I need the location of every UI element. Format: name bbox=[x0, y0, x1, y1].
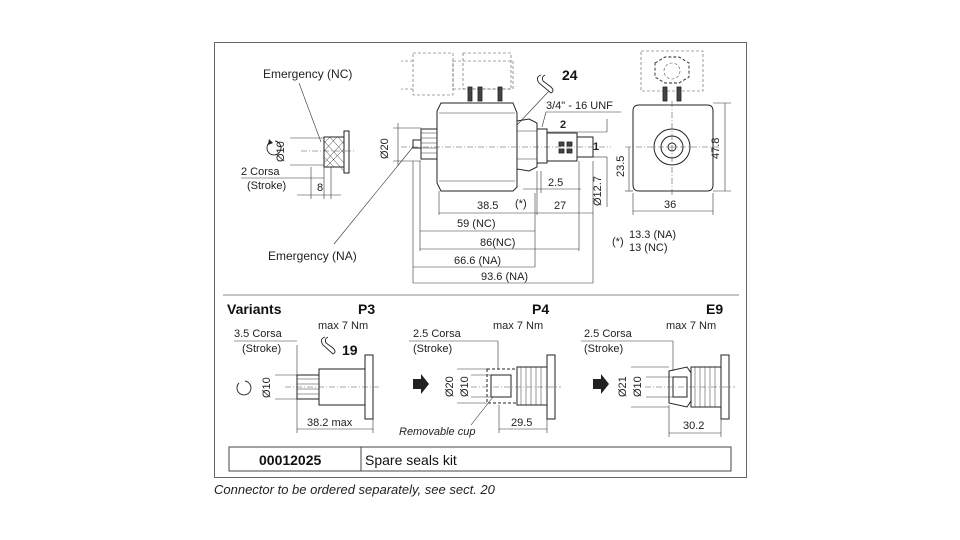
note-star: (*) bbox=[612, 236, 624, 248]
p3-torque: max 7 Nm bbox=[318, 320, 368, 332]
dim-27: 27 bbox=[554, 200, 566, 212]
p4-corsa: 2.5 Corsa bbox=[413, 328, 462, 340]
connector-caption: Connector to be ordered separately, see … bbox=[214, 482, 495, 497]
thread-label: 3/4" - 16 UNF bbox=[546, 100, 613, 112]
kit-code: 00012025 bbox=[259, 452, 322, 468]
p3-len: 38.2 max bbox=[307, 417, 353, 429]
variant-e9-title: E9 bbox=[706, 301, 723, 317]
p4-dia-20: Ø20 bbox=[444, 376, 456, 397]
note-13-3-na: 13.3 (NA) bbox=[629, 229, 676, 241]
p4-stroke: (Stroke) bbox=[413, 343, 452, 355]
rotate-icon bbox=[266, 140, 282, 156]
e9-dia-10: Ø10 bbox=[632, 376, 644, 397]
star-note-ref: (*) bbox=[515, 198, 527, 210]
variant-p4-title: P4 bbox=[532, 301, 549, 317]
variant-p3-title: P3 bbox=[358, 301, 375, 317]
nc-stroke: (Stroke) bbox=[247, 180, 286, 192]
dim-66-6-na: 66.6 (NA) bbox=[454, 255, 501, 267]
dim-2-5: 2.5 bbox=[548, 177, 563, 189]
dim-36: 36 bbox=[664, 199, 676, 211]
emergency-nc-label: Emergency (NC) bbox=[263, 67, 352, 81]
nc-corsa: 2 Corsa bbox=[241, 166, 280, 178]
note-13-nc: 13 (NC) bbox=[629, 242, 668, 254]
p3-wrench-size: 19 bbox=[342, 342, 358, 358]
p3-stroke: (Stroke) bbox=[242, 343, 281, 355]
e9-corsa: 2.5 Corsa bbox=[584, 328, 633, 340]
p4-drawing bbox=[471, 354, 561, 420]
dim-59-nc: 59 (NC) bbox=[457, 218, 496, 230]
p3-corsa: 3.5 Corsa bbox=[234, 328, 283, 340]
valve-front-view bbox=[625, 50, 721, 197]
p3-drawing bbox=[285, 354, 381, 420]
port-2-label: 2 bbox=[560, 119, 566, 131]
rotate-arrow-icon bbox=[268, 139, 273, 145]
e9-stroke: (Stroke) bbox=[584, 343, 623, 355]
p4-len: 29.5 bbox=[511, 417, 532, 429]
dia-12-7: Ø12.7 bbox=[592, 176, 604, 206]
nc-dim-8: 8 bbox=[317, 182, 323, 194]
port-1-label: 1 bbox=[593, 141, 599, 153]
p3-wrench-icon bbox=[320, 336, 336, 355]
wrench-icon bbox=[536, 74, 554, 94]
wrench-size-24: 24 bbox=[562, 67, 578, 83]
dim-38-5: 38.5 bbox=[477, 200, 498, 212]
dim-47-8: 47.8 bbox=[710, 138, 722, 159]
p3-rotate-icon bbox=[236, 380, 252, 396]
p3-dia-10: Ø10 bbox=[261, 377, 273, 398]
e9-drawing bbox=[645, 354, 735, 420]
technical-drawing: Emergency (NC) Ø10 2 Corsa (Stroke) 8 bbox=[223, 50, 739, 472]
dim-93-6-na: 93.6 (NA) bbox=[481, 271, 528, 283]
valve-side-view bbox=[401, 52, 611, 192]
e9-push-arrow-icon bbox=[593, 374, 609, 394]
e9-len: 30.2 bbox=[683, 420, 704, 432]
e9-torque: max 7 Nm bbox=[666, 320, 716, 332]
variants-title: Variants bbox=[227, 301, 282, 317]
kit-table bbox=[228, 446, 732, 472]
removable-cup-label: Removable cup bbox=[399, 426, 475, 438]
e9-dia-21: Ø21 bbox=[617, 376, 629, 397]
kit-description: Spare seals kit bbox=[365, 452, 457, 468]
p4-dia-10: Ø10 bbox=[459, 376, 471, 397]
p4-torque: max 7 Nm bbox=[493, 320, 543, 332]
dim-86-nc: 86(NC) bbox=[480, 237, 515, 249]
p4-push-arrow-icon bbox=[413, 374, 429, 394]
emergency-na-label: Emergency (NA) bbox=[268, 249, 357, 263]
drawing-frame: Emergency (NC) Ø10 2 Corsa (Stroke) 8 bbox=[214, 42, 747, 478]
emergency-nc-leader bbox=[298, 82, 322, 143]
dia-20: Ø20 bbox=[379, 138, 391, 159]
nc-knob-drawing bbox=[301, 130, 356, 174]
dim-23-5: 23.5 bbox=[615, 156, 627, 177]
nc-dia-10: Ø10 bbox=[275, 141, 287, 162]
